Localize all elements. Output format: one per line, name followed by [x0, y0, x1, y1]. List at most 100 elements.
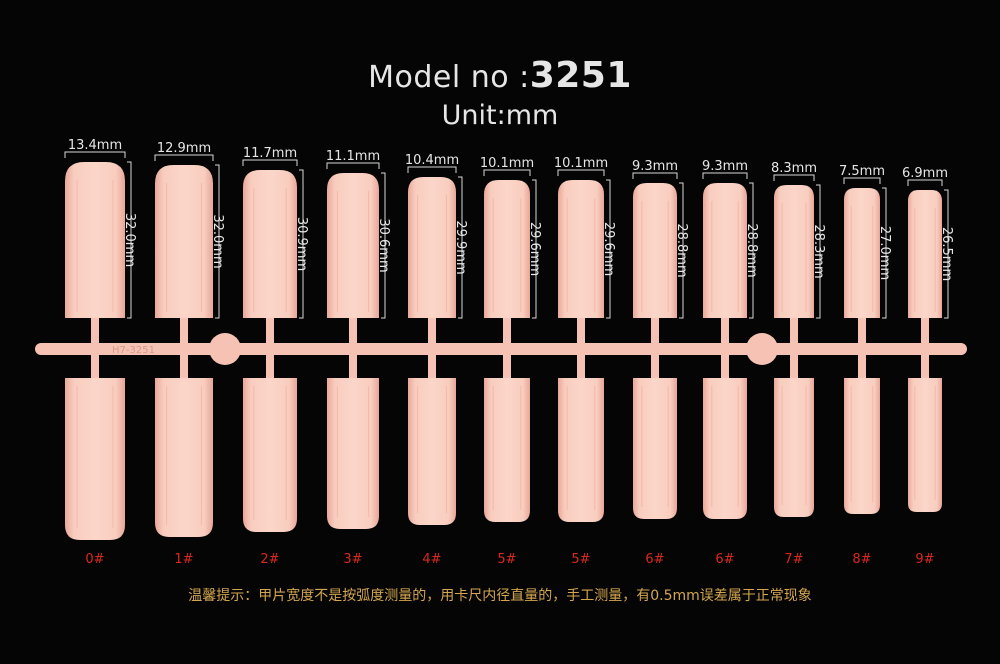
nail-length-label: 29.6mm [527, 222, 542, 276]
nail-tip-lower [908, 378, 942, 512]
nail-tip-upper [155, 165, 213, 318]
width-dimension-line [407, 166, 457, 173]
nail-width-label: 12.9mm [157, 141, 211, 156]
length-dimension-line [816, 184, 821, 319]
length-dimension-line [679, 182, 684, 319]
nail-stem [721, 316, 729, 349]
nail-stem [577, 349, 585, 380]
length-dimension-line [458, 176, 463, 319]
width-dimension-line [326, 162, 380, 169]
unit-label: Unit:mm [441, 100, 559, 131]
nail-stem [858, 316, 866, 349]
nail-length-label: 30.9mm [294, 217, 309, 271]
length-dimension-line [944, 189, 949, 319]
nail-tip-lower [703, 378, 747, 519]
nail-tip-upper [327, 173, 379, 318]
sprue-mark: H7-3251 [112, 345, 155, 356]
nail-stem [503, 349, 511, 380]
nail-length-label: 28.8mm [674, 223, 689, 277]
nail-size-label: 6# [645, 552, 664, 567]
nail-stem [503, 316, 511, 349]
model-number: 3251 [529, 55, 632, 96]
nail-stem [651, 316, 659, 349]
nail-stem [91, 316, 99, 349]
nail-tip-lower [558, 378, 604, 522]
nail-tip-upper [558, 180, 604, 318]
nail-length-label: 29.9mm [453, 220, 468, 274]
nail-width-label: 10.4mm [405, 153, 459, 168]
nail-stem [651, 349, 659, 380]
width-dimension-line [702, 172, 748, 179]
nail-stem [180, 316, 188, 349]
nail-stem [921, 316, 929, 349]
nail-stem [428, 316, 436, 349]
nail-tip-lower [155, 378, 213, 537]
nail-length-label: 32.0mm [122, 213, 137, 267]
length-dimension-line [882, 187, 887, 319]
nail-length-label: 26.5mm [939, 227, 954, 281]
nail-stem [921, 349, 929, 380]
nail-size-label: 1# [174, 552, 193, 567]
nail-length-label: 27.0mm [877, 226, 892, 280]
nail-width-label: 7.5mm [839, 164, 885, 179]
nail-width-label: 10.1mm [480, 156, 534, 171]
nail-length-label: 29.6mm [601, 222, 616, 276]
length-dimension-line [215, 164, 220, 319]
sprue-bar [35, 343, 967, 355]
nail-tip-lower [484, 378, 530, 522]
nail-tip-upper [243, 170, 297, 318]
nail-size-label: 6# [715, 552, 734, 567]
nail-tip-lower [774, 378, 814, 517]
nail-stem [349, 349, 357, 380]
nail-stem [349, 316, 357, 349]
nail-length-label: 28.3mm [811, 224, 826, 278]
nail-stem [858, 349, 866, 380]
nail-tip-upper [774, 185, 814, 318]
nail-size-label: 2# [260, 552, 279, 567]
nail-tip-upper [844, 188, 880, 318]
length-dimension-line [381, 172, 386, 319]
nail-width-label: 10.1mm [554, 156, 608, 171]
width-dimension-line [557, 169, 605, 176]
width-dimension-line [64, 151, 126, 158]
nail-stem [790, 316, 798, 349]
nail-tip-upper [703, 183, 747, 318]
nail-stem [266, 316, 274, 349]
nail-length-label: 32.0mm [210, 214, 225, 268]
length-dimension-line [749, 182, 754, 319]
nail-tip-upper [65, 162, 125, 318]
width-dimension-line [242, 159, 298, 166]
width-dimension-line [843, 177, 881, 184]
nail-tip-lower [408, 378, 456, 525]
nail-tip-upper [908, 190, 942, 318]
nail-tip-lower [65, 378, 125, 540]
nail-stem [790, 349, 798, 380]
nail-stem [180, 349, 188, 380]
width-dimension-line [154, 154, 214, 161]
nail-stem [721, 349, 729, 380]
sprue-disc [209, 333, 241, 365]
nail-size-label: 5# [497, 552, 516, 567]
nail-tip-lower [844, 378, 880, 514]
nail-tip-upper [633, 183, 677, 318]
nail-width-label: 11.7mm [243, 146, 297, 161]
sprue-disc [746, 333, 778, 365]
nail-width-label: 9.3mm [702, 159, 748, 174]
model-title: Model no :3251 [0, 55, 1000, 96]
width-dimension-line [907, 179, 943, 186]
nail-tip-upper [408, 177, 456, 318]
nail-stem [91, 349, 99, 380]
model-prefix: Model no : [368, 60, 530, 95]
nail-tip-lower [633, 378, 677, 519]
nail-stem [266, 349, 274, 380]
nail-width-label: 8.3mm [771, 161, 817, 176]
footer-note: 温馨提示：甲片宽度不是按弧度测量的，用卡尺内径直量的，手工测量，有0.5mm误差… [188, 588, 812, 604]
width-dimension-line [773, 174, 815, 181]
nail-size-label: 8# [852, 552, 871, 567]
width-dimension-line [483, 169, 531, 176]
nail-tip-upper [484, 180, 530, 318]
width-dimension-line [632, 172, 678, 179]
nail-stem [428, 349, 436, 380]
